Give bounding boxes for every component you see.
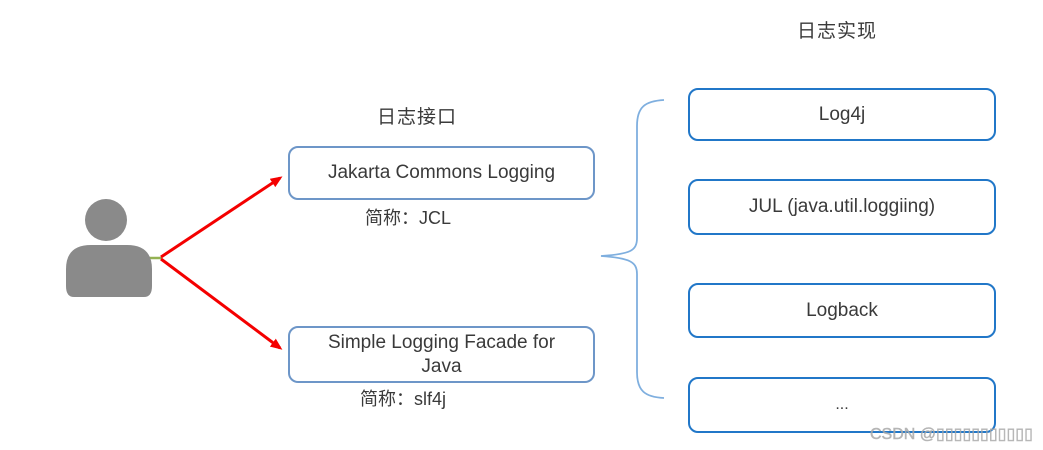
- interface-caption-slf4j: 简称：slf4j: [359, 389, 446, 409]
- watermark: CSDN @▯▯▯▯▯▯▯▯▯▯▯: [870, 426, 1033, 444]
- implementation-box-more: ...: [688, 377, 996, 433]
- arrow-to-jcl-icon: [160, 176, 283, 259]
- person-icon: [66, 199, 152, 297]
- implementation-box-jul: JUL (java.util.loggiing): [688, 179, 996, 235]
- implementation-box-logback: Logback: [688, 283, 996, 338]
- interface-box-slf4j: Simple Logging Facade for Java: [288, 326, 595, 383]
- interface-caption-jcl: 简称：JCL: [364, 208, 451, 228]
- arrow-to-slf4j-icon: [160, 257, 283, 350]
- curly-brace-icon: [600, 99, 665, 399]
- right-column-title: 日志实现: [796, 21, 877, 42]
- implementation-box-log4j: Log4j: [688, 88, 996, 141]
- interface-box-jcl: Jakarta Commons Logging: [288, 146, 595, 200]
- left-column-title: 日志接口: [376, 107, 457, 128]
